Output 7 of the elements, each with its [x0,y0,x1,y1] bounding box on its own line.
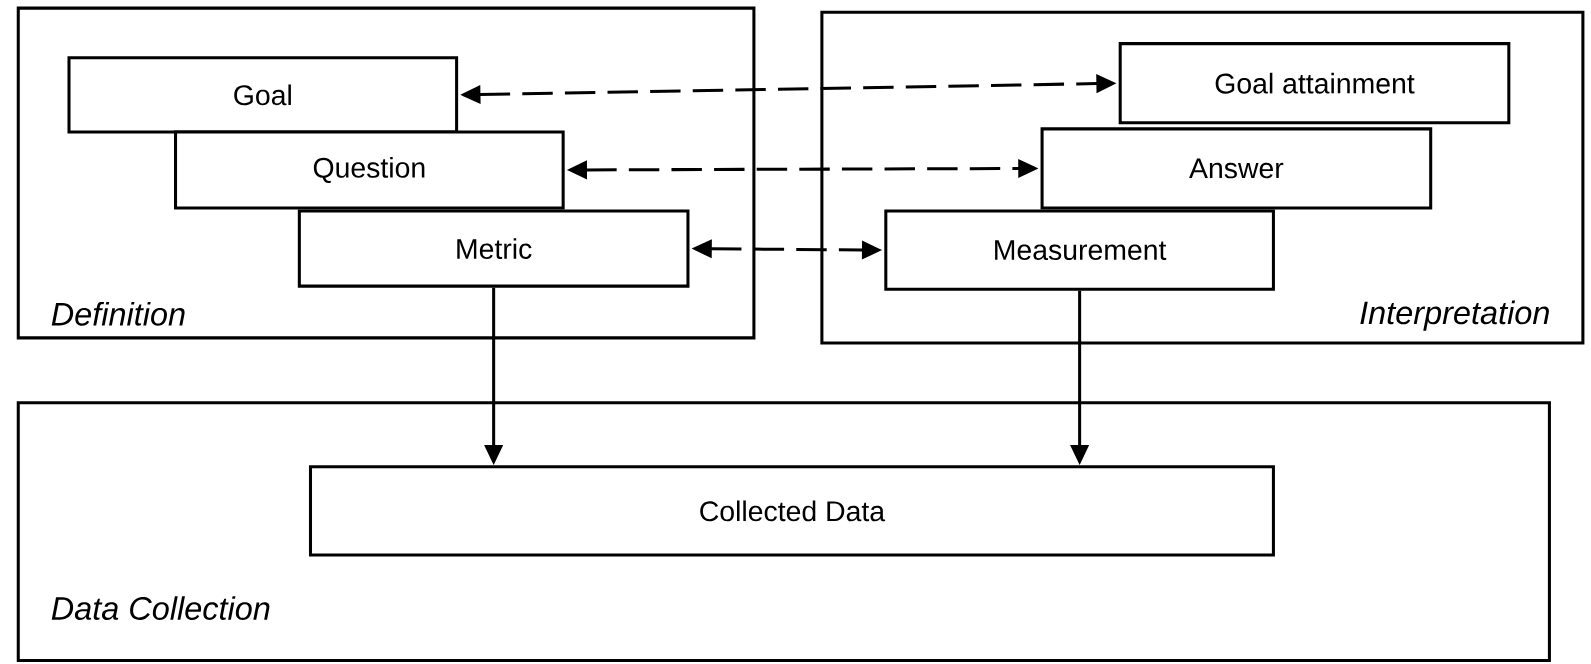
process-box: Goal attainment [1118,42,1511,125]
process-box: Collected Data [308,465,1275,557]
process-box: Goal [67,56,459,134]
process-box: Measurement [884,209,1275,291]
process-box: Metric [297,209,690,288]
process-box: Question [174,130,565,210]
process-box: Answer [1040,127,1433,210]
